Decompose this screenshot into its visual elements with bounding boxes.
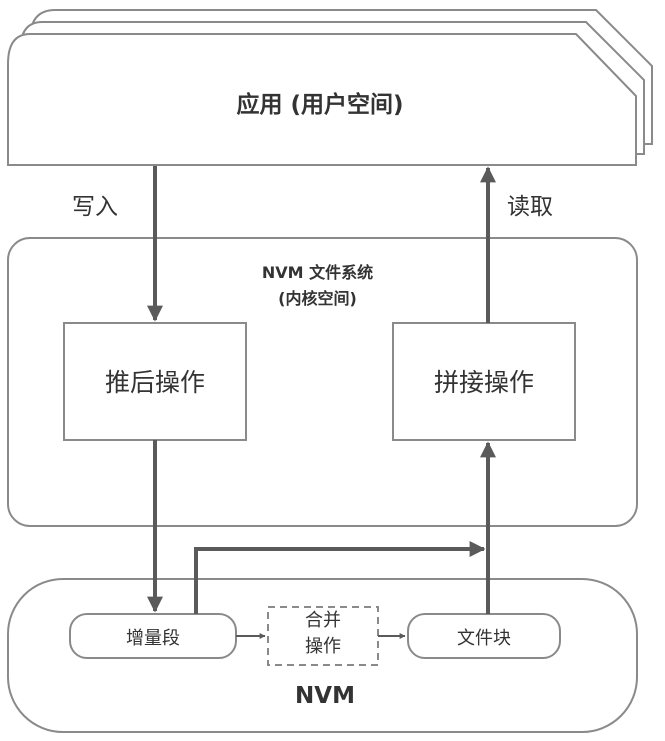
file-block-label: 文件块	[457, 628, 511, 649]
write-label: 写入	[72, 194, 118, 220]
increment-segment-label: 增量段	[126, 628, 180, 649]
merge-op-box	[267, 606, 379, 666]
fs-title: NVM 文件系统 (内核空间)	[225, 260, 410, 312]
nvm-title: NVM	[295, 683, 355, 709]
splice-op-box	[392, 322, 576, 441]
merge-op-line1: 合并	[305, 610, 341, 631]
merge-op-line2: 操作	[305, 636, 341, 657]
file-block-box	[407, 613, 561, 659]
push-op-box	[63, 322, 247, 441]
app-layer	[7, 9, 653, 166]
merge-op-label: 合并 操作	[268, 608, 378, 660]
splice-op-label: 拼接操作	[433, 368, 534, 397]
read-label: 读取	[507, 194, 553, 220]
fs-title-line2: (内核空间)	[278, 289, 357, 308]
fs-title-line1: NVM 文件系统	[261, 263, 374, 282]
fs-container	[7, 237, 638, 527]
push-op-label: 推后操作	[104, 368, 205, 397]
increment-to-splice-arrow	[194, 541, 486, 614]
nvm-container	[7, 578, 638, 733]
app-layer-title: 应用 (用户空间)	[236, 92, 404, 118]
app-layer-front	[7, 33, 637, 166]
